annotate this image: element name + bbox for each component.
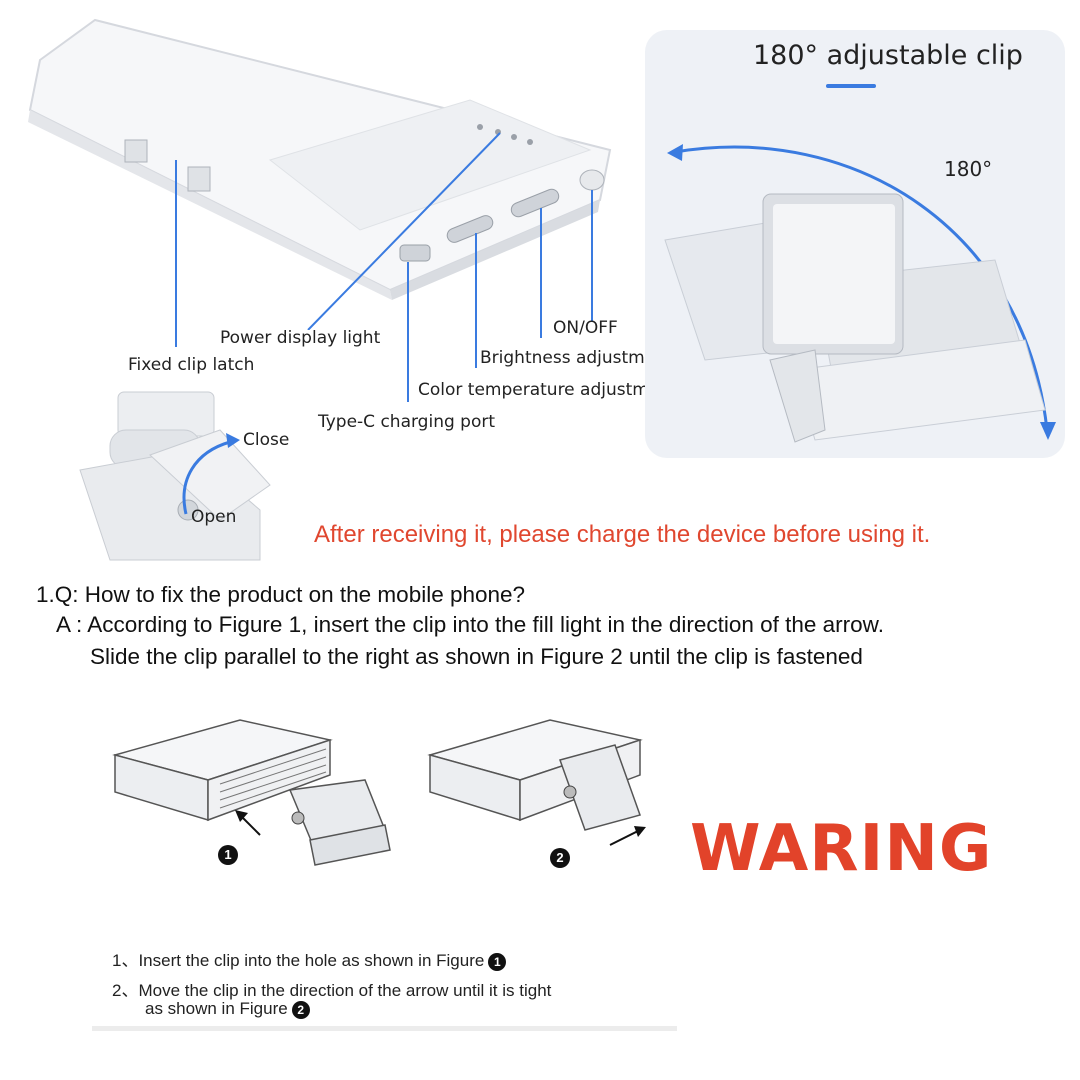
bottom-divider	[92, 1026, 677, 1031]
leader-line-color-temp	[475, 233, 477, 368]
step-1: 1、Insert the clip into the hole as shown…	[112, 946, 507, 971]
leader-line-type-c	[407, 262, 409, 402]
leader-line-clip-latch	[175, 160, 177, 347]
faq-question: 1.Q: How to fix the product on the mobil…	[36, 582, 526, 607]
step-2-line1: 2、Move the clip in the direction of the …	[112, 981, 552, 1000]
title-underline	[826, 84, 876, 88]
figure-1-illustration	[112, 719, 391, 866]
leader-line-on-off	[591, 190, 593, 322]
leader-line-brightness	[540, 208, 542, 338]
device-illustration	[28, 18, 612, 300]
step-2-figure-badge: 2	[291, 1000, 310, 1019]
step-1-text: 1、Insert the clip into the hole as shown…	[112, 951, 485, 970]
adjustable-clip-title: 180° adjustable clip	[753, 40, 1023, 71]
leader-line-power-light	[307, 132, 501, 330]
figure-2-illustration	[427, 719, 646, 846]
color-temperature-label: Color temperature adjustment	[418, 380, 677, 400]
clip-rotation-diagram	[664, 144, 1056, 443]
open-label: Open	[191, 507, 237, 527]
clip-illustration	[79, 391, 271, 561]
faq-answer-line1: A : According to Figure 1, insert the cl…	[56, 612, 884, 637]
figure-1-badge: 1	[218, 845, 238, 865]
power-display-light-label: Power display light	[220, 328, 381, 348]
charge-notice: After receiving it, please charge the de…	[314, 521, 931, 548]
brightness-adjustment-label: Brightness adjustment	[480, 348, 673, 368]
type-c-port-label: Type-C charging port	[318, 412, 496, 432]
faq-answer-line2: Slide the clip parallel to the right as …	[90, 644, 863, 669]
step-2-text: as shown in Figure	[145, 999, 288, 1018]
figure-2-badge: 2	[550, 848, 570, 868]
fixed-clip-latch-label: Fixed clip latch	[128, 355, 255, 375]
step-1-figure-badge: 1	[488, 952, 507, 971]
warning-heading: WARING	[690, 812, 993, 886]
on-off-label: ON/OFF	[553, 318, 618, 338]
close-label: Close	[243, 430, 290, 450]
rotation-angle-label: 180°	[944, 157, 993, 181]
